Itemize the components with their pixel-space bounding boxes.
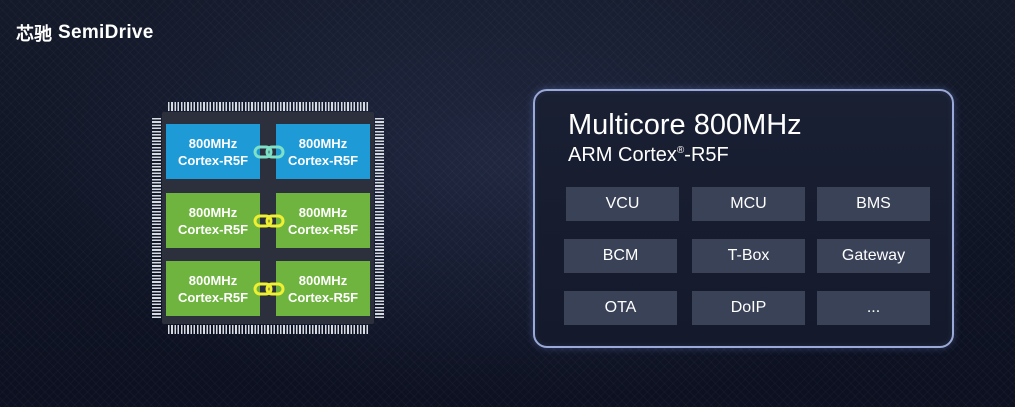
core-3: 800MHz Cortex-R5F (166, 193, 260, 248)
core-6: 800MHz Cortex-R5F (276, 261, 370, 316)
core-4: 800MHz Cortex-R5F (276, 193, 370, 248)
semidrive-logo: 芯驰 SemiDrive (16, 20, 154, 46)
chain-link-icon (253, 145, 285, 159)
tag-more: ... (817, 291, 930, 325)
tag-ota: OTA (564, 291, 677, 325)
tag-bms: BMS (817, 187, 930, 221)
applications-panel: Multicore 800MHz ARM Cortex®-R5F VCU MCU… (533, 89, 954, 348)
core-name: Cortex-R5F (287, 152, 359, 168)
panel-subtitle: ARM Cortex®-R5F (568, 144, 729, 167)
core-freq: 800MHz (298, 272, 348, 288)
tag-tbox: T-Box (692, 239, 805, 273)
core-name: Cortex-R5F (177, 152, 249, 168)
subtitle-suffix: -R5F (684, 144, 729, 166)
tag-gateway: Gateway (817, 239, 930, 273)
chip-pins-bottom (168, 325, 368, 334)
core-freq: 800MHz (298, 135, 348, 151)
core-name: Cortex-R5F (177, 221, 249, 237)
core-freq: 800MHz (188, 204, 238, 220)
core-freq: 800MHz (188, 272, 238, 288)
tag-bcm: BCM (564, 239, 677, 273)
tag-vcu: VCU (566, 187, 679, 221)
core-name: Cortex-R5F (287, 289, 359, 305)
subtitle-text: ARM Cortex (568, 144, 677, 166)
logo-english-text: SemiDrive (58, 22, 154, 43)
panel-title: Multicore 800MHz (568, 109, 802, 141)
core-freq: 800MHz (188, 135, 238, 151)
core-5: 800MHz Cortex-R5F (166, 261, 260, 316)
core-2: 800MHz Cortex-R5F (276, 124, 370, 179)
chip-pins-top (168, 102, 368, 111)
tag-doip: DoIP (692, 291, 805, 325)
chain-link-icon (253, 282, 285, 296)
processor-chip: 800MHz Cortex-R5F 800MHz Cortex-R5F 800M… (150, 100, 386, 336)
core-1: 800MHz Cortex-R5F (166, 124, 260, 179)
core-name: Cortex-R5F (287, 221, 359, 237)
core-freq: 800MHz (298, 204, 348, 220)
core-name: Cortex-R5F (177, 289, 249, 305)
chip-pins-right (375, 118, 384, 318)
tag-mcu: MCU (692, 187, 805, 221)
chain-link-icon (253, 214, 285, 228)
chip-pins-left (152, 118, 161, 318)
registered-mark: ® (676, 145, 685, 156)
logo-chinese-text: 芯驰 (16, 24, 52, 45)
